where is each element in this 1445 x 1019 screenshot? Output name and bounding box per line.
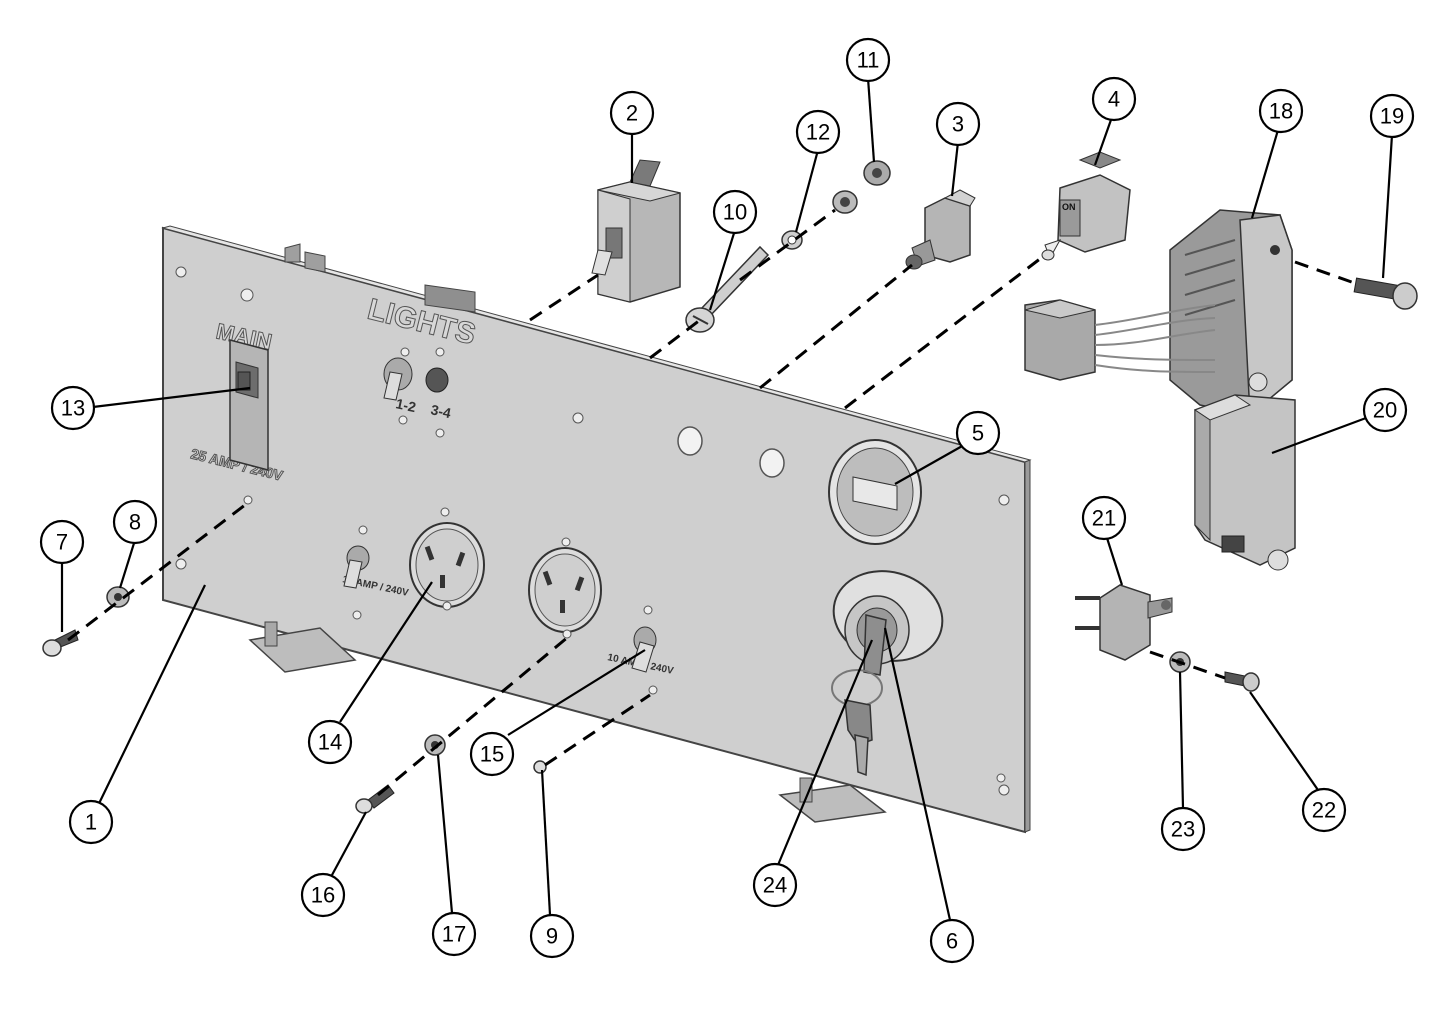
leader-lines bbox=[60, 77, 1394, 921]
outlet-screw-part bbox=[355, 784, 395, 814]
svg-text:9: 9 bbox=[546, 924, 558, 949]
svg-text:2: 2 bbox=[626, 101, 638, 126]
long-screw-part bbox=[685, 245, 770, 333]
callout-23: 23 bbox=[1160, 806, 1206, 852]
svg-text:18: 18 bbox=[1269, 99, 1293, 124]
rocker-switch-part: ON bbox=[1041, 151, 1131, 261]
svg-text:1: 1 bbox=[85, 810, 97, 835]
svg-text:17: 17 bbox=[442, 922, 466, 947]
callout-9: 9 bbox=[529, 913, 575, 959]
main-breaker bbox=[229, 339, 269, 471]
svg-text:6: 6 bbox=[946, 929, 958, 954]
ignition-key bbox=[831, 614, 887, 777]
callout-7: 7 bbox=[39, 519, 85, 565]
callout-19: 19 bbox=[1369, 93, 1415, 139]
toggle-on-label: ON bbox=[1062, 202, 1076, 212]
callout-5: 5 bbox=[955, 410, 1001, 456]
regulator-cover-part bbox=[1193, 394, 1296, 571]
power-outlet-right bbox=[528, 537, 602, 639]
svg-text:21: 21 bbox=[1092, 506, 1116, 531]
bolt-part bbox=[1353, 277, 1418, 310]
callout-15: 15 bbox=[469, 731, 515, 777]
callout-6: 6 bbox=[929, 918, 975, 964]
panel-plate bbox=[161, 225, 1032, 834]
circuit-breaker-part bbox=[591, 159, 681, 303]
lock-nut-part bbox=[832, 160, 891, 214]
lights-switch bbox=[383, 347, 449, 438]
callout-1: 1 bbox=[68, 799, 114, 845]
callout-13: 13 bbox=[50, 385, 96, 431]
callout-10: 10 bbox=[712, 189, 758, 235]
callout-17: 17 bbox=[431, 911, 477, 957]
callout-8: 8 bbox=[112, 499, 158, 545]
callout-24: 24 bbox=[752, 862, 798, 908]
callout-21: 21 bbox=[1081, 495, 1127, 541]
small-breaker-part bbox=[1075, 584, 1173, 661]
svg-text:16: 16 bbox=[311, 883, 335, 908]
svg-text:15: 15 bbox=[480, 742, 504, 767]
panel-screw-part bbox=[42, 629, 79, 657]
svg-text:13: 13 bbox=[61, 396, 85, 421]
callout-11: 11 bbox=[845, 37, 891, 83]
voltage-regulator-part bbox=[1169, 209, 1293, 417]
svg-text:4: 4 bbox=[1108, 87, 1120, 112]
svg-text:11: 11 bbox=[857, 48, 880, 73]
outlet-nut-part bbox=[424, 734, 446, 756]
lights-1-2-label: 1-2 bbox=[394, 395, 417, 415]
svg-text:24: 24 bbox=[763, 873, 787, 898]
switch-screw-part bbox=[533, 760, 547, 774]
svg-text:8: 8 bbox=[129, 510, 141, 535]
callout-3: 3 bbox=[935, 101, 981, 147]
svg-text:23: 23 bbox=[1171, 817, 1195, 842]
callout-22: 22 bbox=[1301, 787, 1347, 833]
svg-text:12: 12 bbox=[806, 120, 830, 145]
svg-text:20: 20 bbox=[1373, 398, 1397, 423]
svg-text:19: 19 bbox=[1380, 104, 1404, 129]
wiring-connector-part bbox=[1024, 299, 1216, 381]
svg-text:7: 7 bbox=[56, 530, 68, 555]
outlet-switch-left bbox=[343, 525, 370, 620]
callout-16: 16 bbox=[300, 872, 346, 918]
callout-14: 14 bbox=[307, 719, 353, 765]
callout-2: 2 bbox=[609, 90, 655, 136]
svg-text:5: 5 bbox=[972, 421, 984, 446]
assembly-lines bbox=[67, 208, 1361, 797]
outlet-switch-right bbox=[631, 605, 658, 695]
callout-12: 12 bbox=[795, 109, 841, 155]
callout-18: 18 bbox=[1258, 88, 1304, 134]
panel-nut-part bbox=[106, 586, 130, 608]
svg-text:10: 10 bbox=[723, 200, 747, 225]
lights-3-4-label: 3-4 bbox=[429, 401, 452, 421]
toggle-switch-part bbox=[905, 189, 976, 270]
svg-text:22: 22 bbox=[1312, 798, 1336, 823]
callout-20: 20 bbox=[1362, 387, 1408, 433]
hour-meter bbox=[828, 439, 922, 545]
svg-text:3: 3 bbox=[952, 112, 964, 137]
callout-4: 4 bbox=[1091, 76, 1137, 122]
svg-text:14: 14 bbox=[318, 730, 342, 755]
small-screw-part bbox=[1224, 671, 1260, 692]
